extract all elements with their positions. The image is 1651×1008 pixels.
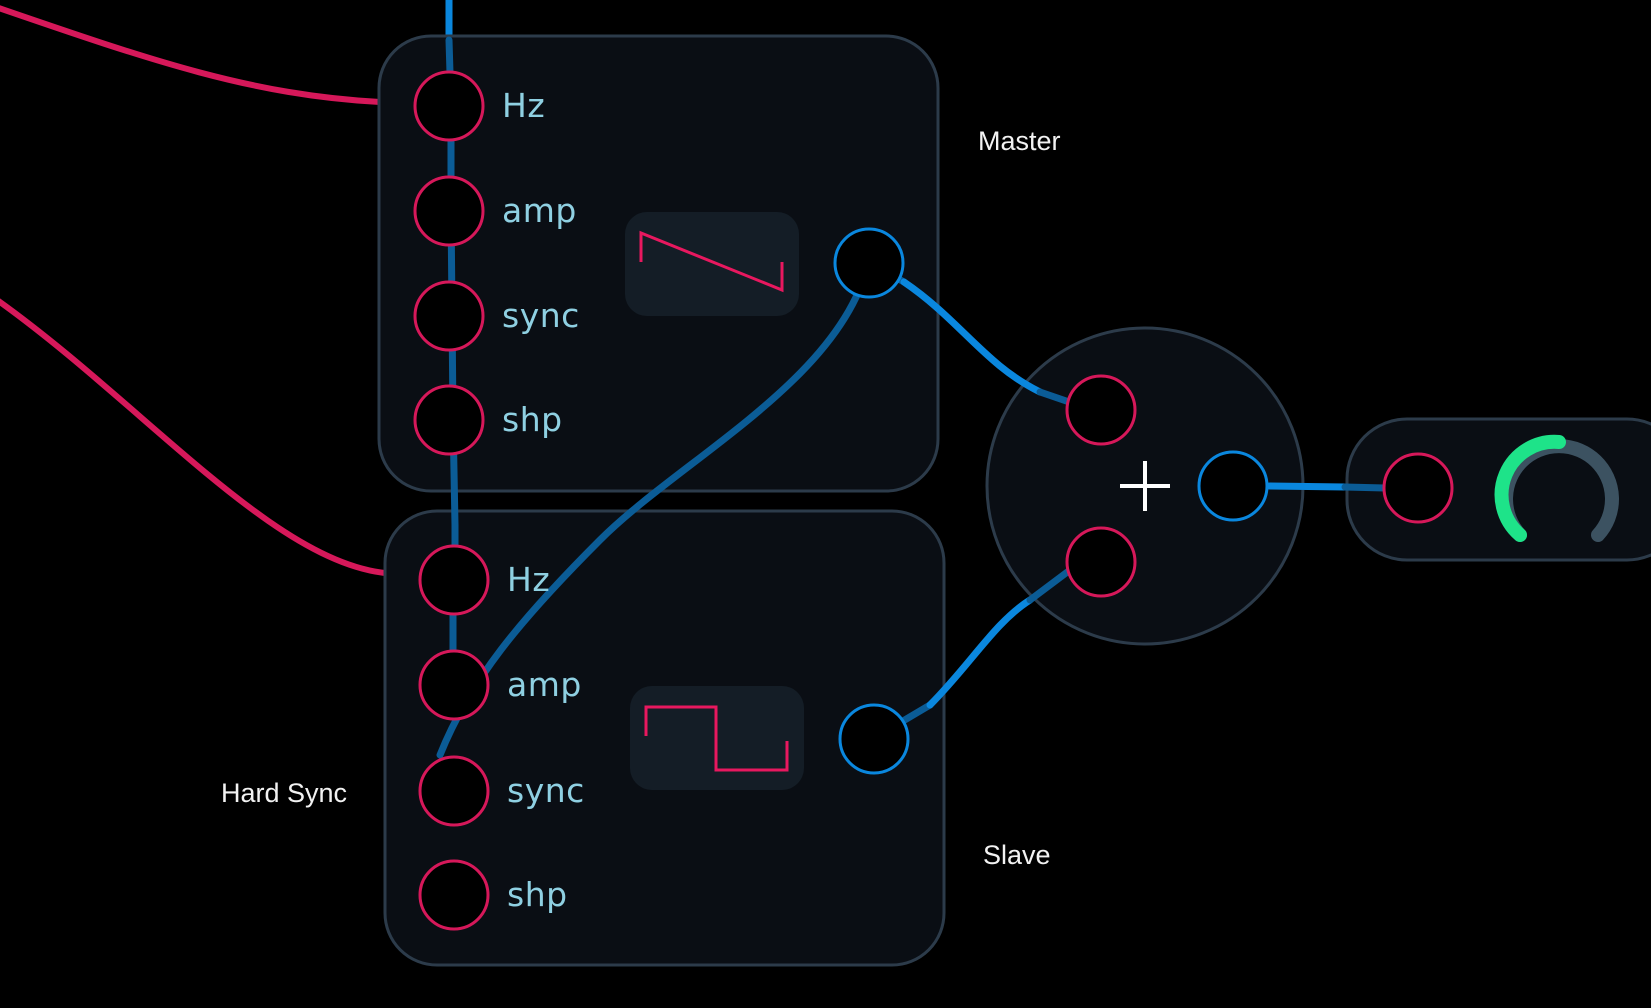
master-ports: [413, 70, 905, 456]
slave-sync-label: sync: [507, 771, 585, 810]
sawtooth-icon: [639, 230, 784, 293]
plus-icon: [1120, 461, 1170, 511]
master-waveform-panel[interactable]: [625, 212, 799, 316]
hard-sync-caption: Hard Sync: [221, 778, 347, 808]
slave-hz-label: Hz: [507, 560, 550, 599]
slave-ports: [418, 544, 910, 931]
cable-mixer-to-output-b[interactable]: [1266, 482, 1349, 491]
master-port-labels: Hz amp sync shp: [502, 86, 580, 439]
slave-shp-port[interactable]: [418, 859, 490, 931]
mixer-ports: [1065, 374, 1269, 598]
cable-slave-to-mixer-2-c[interactable]: [1026, 566, 1074, 604]
knob-value-arc: [1494, 434, 1566, 542]
slave-amp-label: amp: [507, 665, 582, 704]
mixer-output-port[interactable]: [1197, 450, 1269, 522]
cable-mixer-to-output-c[interactable]: [1341, 483, 1389, 492]
cable-slave-to-mixer-2-b[interactable]: [926, 596, 1034, 709]
slave-output-port[interactable]: [838, 703, 910, 775]
cable-to-slave-hz[interactable]: [0, 295, 388, 576]
output-ports: [1382, 452, 1454, 524]
master-caption: Master: [978, 126, 1061, 156]
master-sync-port[interactable]: [413, 280, 485, 352]
master-shp-label: shp: [502, 400, 563, 439]
slave-caption: Slave: [983, 840, 1051, 870]
master-hz-label: Hz: [502, 86, 545, 125]
slave-amp-port[interactable]: [418, 649, 490, 721]
master-shp-port[interactable]: [413, 384, 485, 456]
output-input-port[interactable]: [1382, 452, 1454, 524]
slave-port-labels: Hz amp sync shp: [507, 560, 585, 914]
mixer-input-2-port[interactable]: [1065, 526, 1137, 598]
slave-hz-port[interactable]: [418, 544, 490, 616]
master-amp-port[interactable]: [413, 175, 485, 247]
slave-shp-label: shp: [507, 875, 568, 914]
mixer-input-1-port[interactable]: [1065, 374, 1137, 446]
slave-sync-port[interactable]: [418, 755, 490, 827]
cable-to-master-hz[interactable]: [0, 5, 383, 105]
master-output-port[interactable]: [833, 227, 905, 299]
square-wave-icon: [644, 705, 789, 772]
master-hz-port[interactable]: [413, 70, 485, 142]
master-amp-label: amp: [502, 191, 577, 230]
output-knob[interactable]: [1494, 434, 1619, 542]
master-sync-label: sync: [502, 296, 580, 335]
cable-master-to-mixer-1-b[interactable]: [900, 278, 1044, 396]
